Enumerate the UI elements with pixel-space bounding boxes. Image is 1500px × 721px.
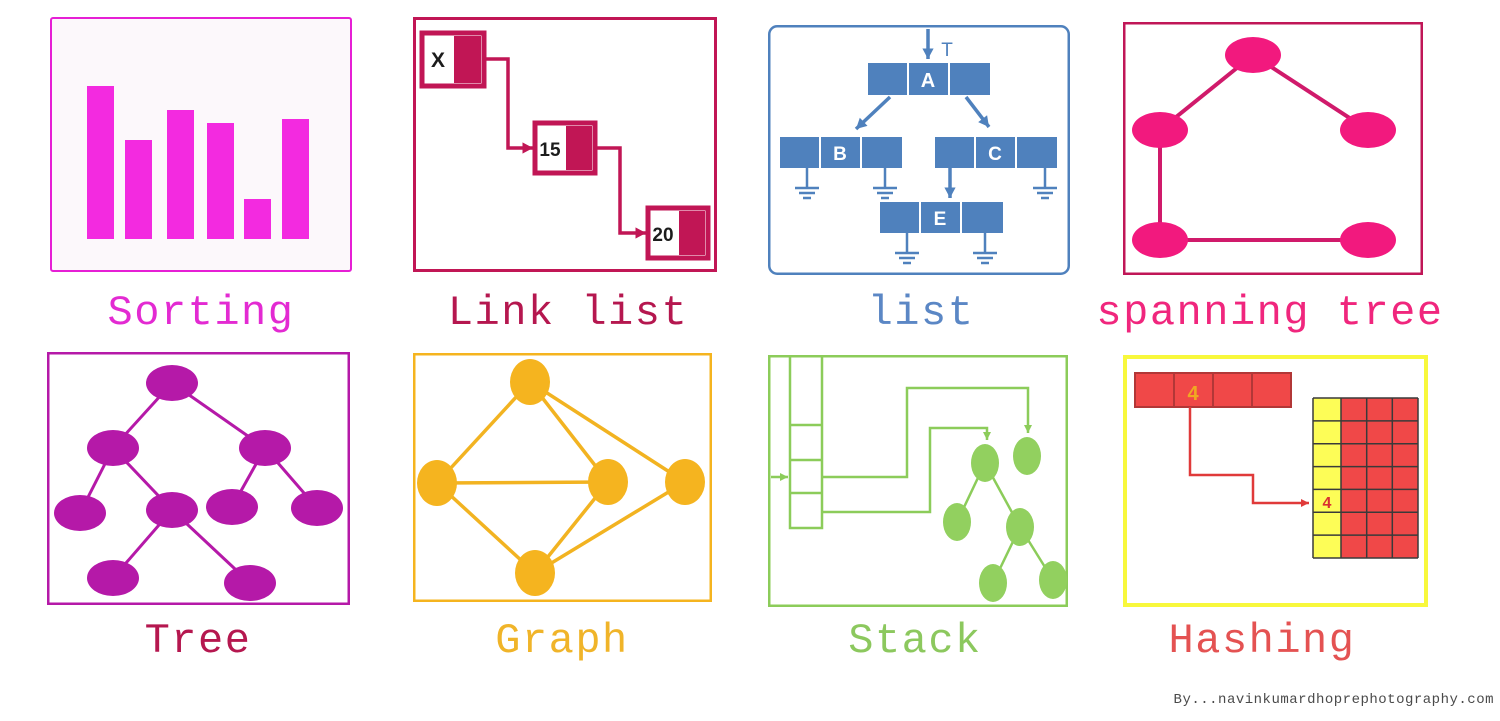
svg-text:X: X	[431, 49, 445, 72]
tree-diagram	[47, 352, 350, 605]
svg-text:E: E	[934, 209, 947, 230]
label-graph: Graph	[495, 617, 629, 665]
label-spanning-tree: spanning tree	[1096, 289, 1444, 337]
label-stack: Stack	[848, 617, 982, 665]
panel-stack	[768, 355, 1068, 607]
label-sorting: Sorting	[107, 289, 295, 337]
list-diagram: TA B C E	[768, 25, 1070, 275]
link-list-diagram: X 15 20	[413, 17, 717, 272]
panel-spanning-tree	[1123, 22, 1423, 275]
label-hashing: Hashing	[1168, 617, 1356, 665]
spanning-tree-diagram	[1123, 22, 1423, 275]
graph-diagram	[413, 353, 712, 602]
svg-text:A: A	[921, 70, 935, 92]
panel-tree	[47, 352, 350, 605]
panel-sorting	[50, 17, 352, 272]
panel-link-list: X 15 20	[413, 17, 717, 272]
svg-text:4: 4	[1187, 383, 1199, 405]
hashing-diagram: 44	[1123, 355, 1428, 607]
svg-text:15: 15	[539, 140, 561, 161]
svg-text:4: 4	[1323, 495, 1332, 512]
panel-graph	[413, 353, 712, 602]
svg-text:20: 20	[652, 225, 673, 246]
label-list: list	[867, 289, 975, 337]
credit-text: By...navinkumardhoprephotography.com	[1173, 692, 1494, 708]
label-tree: Tree	[144, 617, 252, 665]
sorting-diagram	[50, 17, 352, 272]
label-link-list: Link list	[447, 289, 689, 337]
svg-text:C: C	[988, 144, 1002, 165]
svg-text:T: T	[941, 40, 953, 61]
stack-diagram	[768, 355, 1068, 607]
svg-text:B: B	[833, 144, 847, 165]
